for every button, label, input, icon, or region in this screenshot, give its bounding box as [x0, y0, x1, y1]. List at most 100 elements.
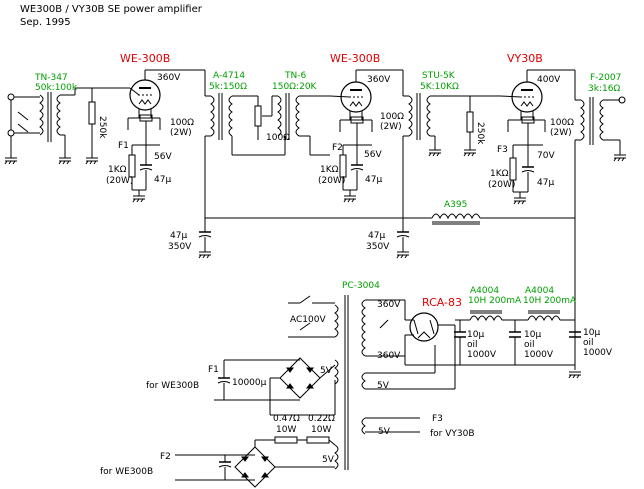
interstage-a-ratio: 5k:150Ω	[209, 82, 247, 92]
power-transformer-label: PC-3004	[342, 281, 380, 291]
filter-cap-3-type: oil	[583, 338, 594, 348]
input-transformer-ratio: 50k:100k	[35, 83, 78, 93]
input-jacks	[4, 93, 30, 165]
f2-supply-winding: 5V	[322, 455, 335, 465]
filter-cap-2-voltage: 1000V	[524, 350, 554, 360]
choke-2	[527, 310, 561, 322]
bridge-rectifier-1	[279, 357, 321, 399]
choke-a395	[431, 210, 481, 225]
cathode-resistor-2-value: 1KΩ	[320, 165, 339, 175]
mains-label: AC100V	[290, 315, 326, 325]
cathode-resistor-3-power: (20W)	[488, 180, 515, 190]
filter-cap-3	[569, 320, 581, 338]
tube-3-plate-voltage: 400V	[537, 75, 561, 85]
cathode-voltage-3: 70V	[537, 151, 555, 161]
f2-resistor-1	[274, 436, 298, 444]
tube-1	[129, 79, 161, 111]
f2-supply-for: for WE300B	[100, 467, 153, 477]
decoupling-cap-1: 47μ	[170, 231, 187, 241]
filament-3-label: F3	[497, 145, 508, 155]
cathode-resistor-1-value: 1KΩ	[108, 165, 127, 175]
f1-supply-cap: 10000μ	[232, 378, 267, 388]
interstage-resistor: 100Ω	[266, 133, 290, 143]
interstage-transformer-a	[204, 93, 285, 218]
filter-cap-2-value: 10μ	[524, 330, 541, 340]
decoupling-cap-2-voltage: 350V	[366, 242, 390, 252]
hum-pot-1-power: (2W)	[170, 128, 192, 138]
choke-2-label: A4004	[525, 286, 554, 296]
cathode-cap-1: 47μ	[154, 175, 171, 185]
choke-2-rating: 10H 200mA	[523, 296, 577, 306]
tube-2-plate-voltage: 360V	[367, 75, 391, 85]
cathode-voltage-2: 56V	[364, 150, 382, 160]
interstage-transformer-2	[402, 93, 500, 218]
f1-supply-for: for WE300B	[146, 381, 199, 391]
hum-pot-1-value: 100Ω	[170, 118, 194, 128]
tube-1-label: WE-300B	[120, 52, 170, 65]
grid-resistor-3-label: 250k	[475, 122, 485, 145]
cathode-resistor-2-power: (20W)	[318, 176, 345, 186]
f3-supply-for: for VY30B	[430, 429, 475, 439]
f2-resistor-2-power: 10W	[311, 425, 331, 435]
filament-1-label: F1	[118, 141, 129, 151]
f2-resistor-1-power: 10W	[276, 425, 296, 435]
f2-supply-label: F2	[160, 452, 171, 462]
interstage-pot	[254, 105, 262, 127]
filter-cap-1-type: oil	[467, 340, 478, 350]
choke-1-label: A4004	[470, 286, 499, 296]
cathode-voltage-1: 56V	[154, 152, 172, 162]
f2-resistor-2-value: 0.22Ω	[308, 414, 335, 424]
hum-pot-3-value: 100Ω	[550, 118, 574, 128]
filter-cap-1-voltage: 1000V	[467, 350, 497, 360]
cathode-resistor-1-power: (20W)	[106, 176, 133, 186]
cathode-resistor-2	[339, 154, 347, 178]
rect-heater-label: 5V	[377, 381, 390, 391]
rectifier-tube	[405, 312, 439, 342]
filter-cap-1	[454, 320, 466, 365]
rectifier-tube-label: RCA-83	[422, 296, 462, 309]
tube-1-plate-voltage: 360V	[157, 73, 181, 83]
cathode-cap-2: 47μ	[365, 175, 382, 185]
cathode-resistor-3-value: 1KΩ	[490, 169, 509, 179]
date-text: Sep. 1995	[20, 17, 71, 28]
input-transformer-label: TN-347	[34, 73, 68, 83]
filament-2-label: F2	[332, 143, 343, 153]
hum-pot-2-value: 100Ω	[380, 112, 404, 122]
filter-cap-2-type: oil	[524, 340, 535, 350]
cathode-resistor-1	[128, 154, 136, 178]
hum-pot-2-power: (2W)	[380, 122, 402, 132]
bridge-rectifier-2	[234, 446, 276, 488]
f3-supply-label: F3	[432, 414, 443, 424]
hv-upper-label: 360V	[377, 300, 401, 310]
interstage-a-label: A-4714	[213, 71, 245, 81]
f3-supply-winding: 5V	[378, 427, 391, 437]
grid-resistor-1-label: 250k	[97, 116, 107, 139]
f1-supply-winding: 5V	[320, 366, 333, 376]
output-transformer-ratio: 3k:16Ω	[588, 84, 620, 94]
interstage-transformer-b	[271, 93, 330, 156]
decoupling-cap-1-voltage: 350V	[168, 242, 192, 252]
title-text: WE300B / VY30B SE power amplifier	[20, 4, 203, 15]
choke-1	[469, 310, 503, 322]
interstage2-label: STU-5K	[422, 71, 456, 81]
choke-1-rating: 10H 200mA	[468, 296, 522, 306]
interstage-b-ratio: 150Ω:20K	[272, 82, 318, 92]
decoupling-cap-2: 47μ	[368, 231, 385, 241]
interstage-b-label: TN-6	[284, 71, 306, 81]
hum-pot-3-power: (2W)	[550, 128, 572, 138]
grid-resistor-1	[88, 101, 96, 125]
choke-a395-label: A395	[444, 200, 467, 210]
filter-cap-3-value: 10μ	[583, 328, 600, 338]
tube-3-label: VY30B	[507, 52, 543, 65]
filter-cap-1-value: 10μ	[467, 330, 484, 340]
tube-2-label: WE-300B	[330, 52, 380, 65]
input-transformer	[30, 88, 76, 165]
filter-cap-3-voltage: 1000V	[583, 348, 613, 358]
filter-cap-2	[509, 320, 521, 365]
output-transformer-label: F-2007	[590, 73, 621, 83]
interstage2-ratio: 5K:10KΩ	[420, 82, 459, 92]
cathode-cap-3: 47μ	[537, 178, 554, 188]
f2-resistor-1-value: 0.47Ω	[273, 414, 300, 424]
